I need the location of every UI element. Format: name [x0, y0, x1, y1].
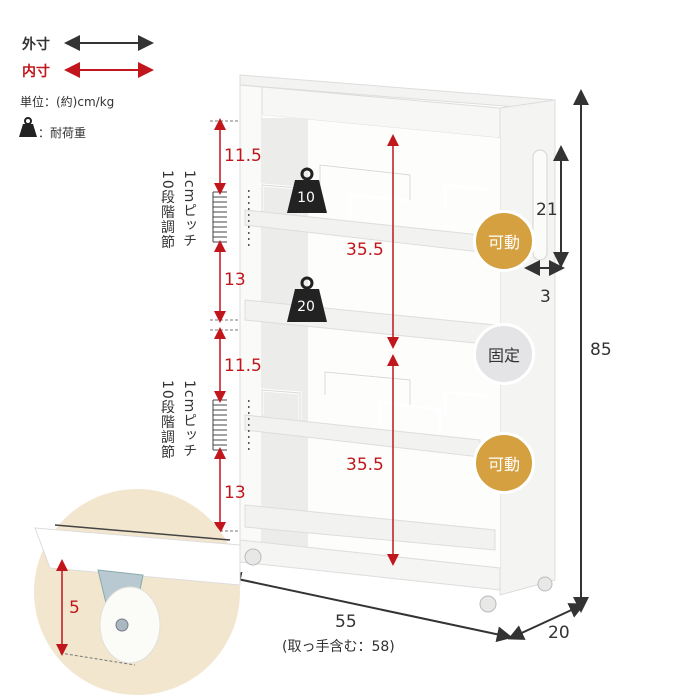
lower-top-gap: 11.5 [224, 356, 262, 376]
legend-outer-label: 外寸 [22, 37, 50, 53]
movable-badge-lower: 可動 [473, 432, 535, 494]
legend-inner-label: 内寸 [22, 64, 50, 80]
weight-icon-10 [287, 167, 327, 213]
overall-width-note: (取っ手含む：58) [282, 639, 395, 655]
lower-inner-height: 35.5 [346, 455, 384, 475]
overall-height: 85 [590, 340, 612, 360]
overall-width: 55 [335, 612, 357, 632]
upper-bottom-gap: 13 [224, 270, 246, 290]
caster-detail [34, 489, 241, 695]
fixed-badge: 固定 [473, 323, 535, 385]
weight-icon-20 [287, 276, 327, 322]
handle-depth: 3 [540, 287, 551, 307]
load-upper-value: 10 [297, 190, 315, 206]
steps-note-upper: 10段階調節 [159, 170, 175, 250]
pitch-note-upper: 1cmピッチ [181, 170, 197, 249]
load-lower-value: 20 [297, 299, 315, 315]
movable-badge-upper: 可動 [473, 210, 535, 272]
steps-note-lower: 10段階調節 [159, 380, 175, 460]
load-label: ：耐荷重 [38, 126, 87, 140]
upper-inner-height: 35.5 [346, 240, 384, 260]
unit-label: 単位：(約)cm/kg [20, 95, 115, 109]
upper-top-gap: 11.5 [224, 146, 262, 166]
handle-height: 21 [536, 200, 558, 220]
lower-bottom-gap: 13 [224, 483, 246, 503]
caster-height: 5 [69, 598, 80, 618]
overall-depth: 20 [548, 623, 570, 643]
pitch-note-lower: 1cmピッチ [181, 380, 197, 459]
